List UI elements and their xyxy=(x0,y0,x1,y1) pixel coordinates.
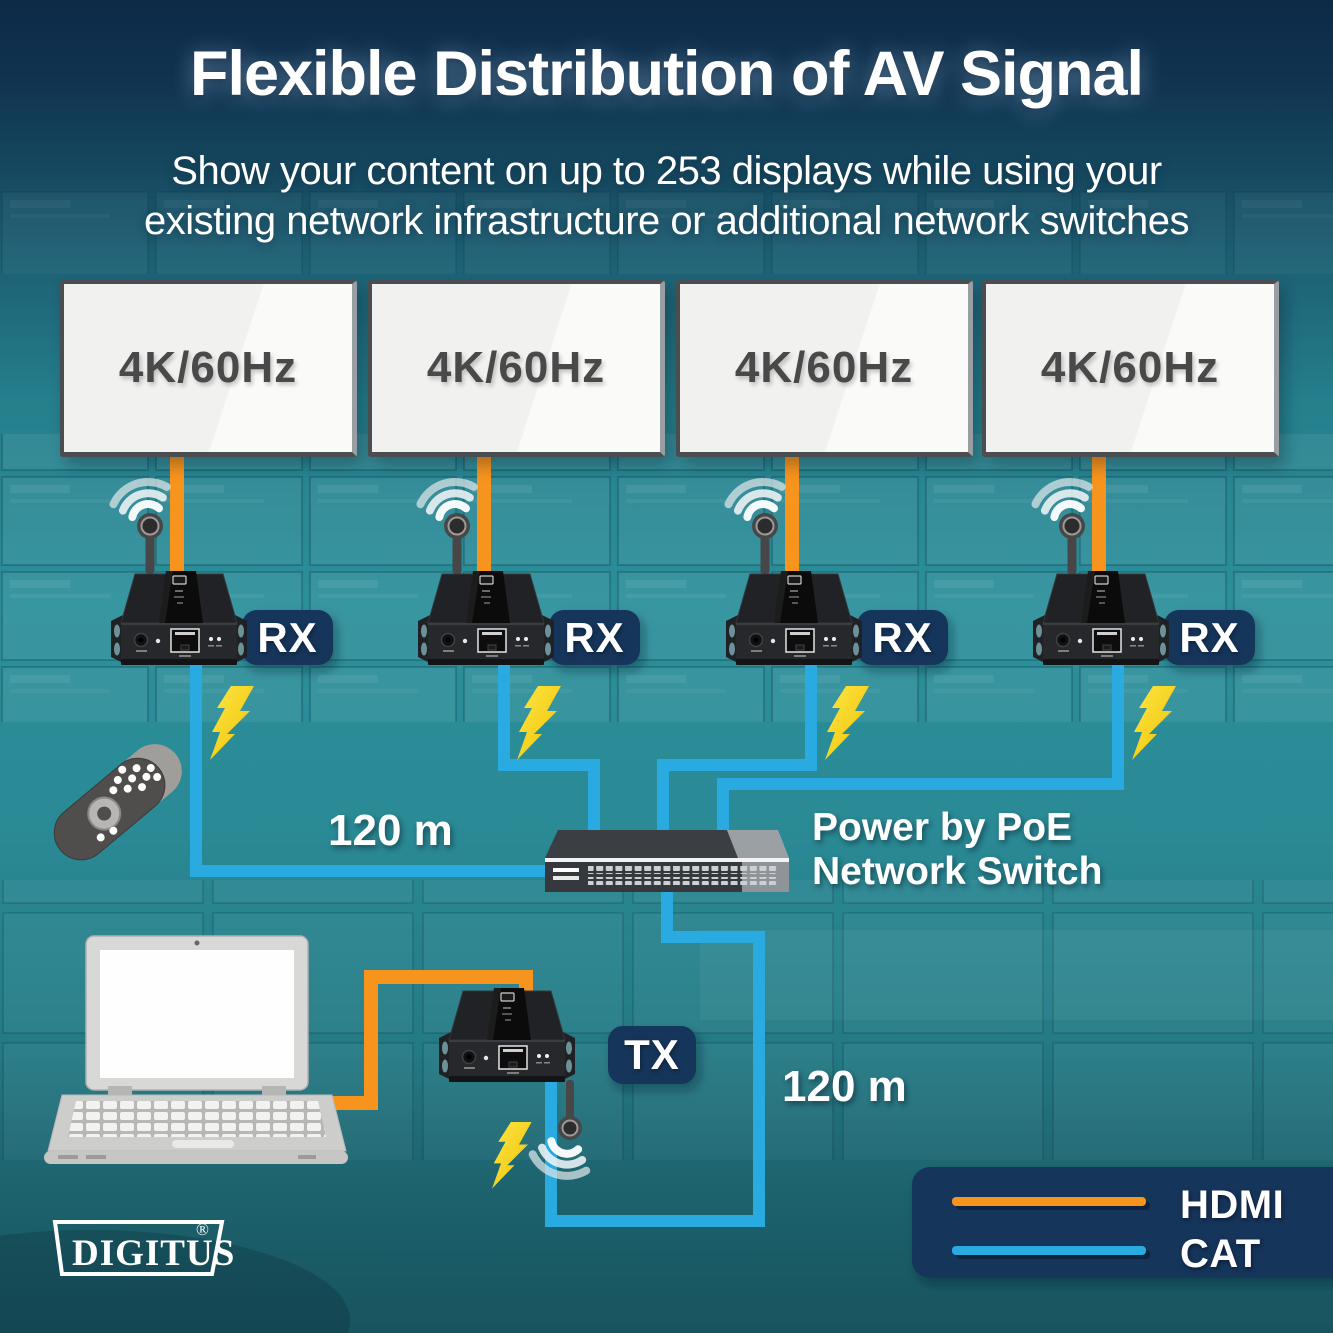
rx3-badge xyxy=(857,610,948,665)
registered-trademark: ® xyxy=(196,1220,209,1239)
subtitle-line-2: existing network infrastructure or addit… xyxy=(143,199,1190,243)
display-4-label: 4K/60Hz xyxy=(1040,343,1220,392)
rx1-badge-label: RX xyxy=(257,613,318,661)
rx2-badge-label: RX xyxy=(564,613,625,661)
digitus-logo-frame xyxy=(52,1220,225,1276)
legend-cat-label: CAT xyxy=(1180,1232,1261,1276)
switch-caption: Power by PoE Network Switch xyxy=(812,806,1102,894)
ir-receiver-rx2 xyxy=(417,475,480,574)
cat-cable-switch-to-tx xyxy=(545,885,765,1227)
rx2-extender-device xyxy=(417,570,555,666)
display-2: 4K/60Hz xyxy=(368,280,665,457)
tx-extender-device xyxy=(438,987,576,1083)
rx1-extender-device xyxy=(110,570,248,666)
cat-cable-rx3 xyxy=(657,660,817,848)
ir-receiver-rx1 xyxy=(110,475,173,574)
page-subtitle: Show your content on up to 253 displays … xyxy=(0,146,1333,246)
subtitle-line-1: Show your content on up to 253 displays … xyxy=(171,149,1162,193)
legend-hdmi-label: HDMI xyxy=(1180,1183,1285,1227)
hdmi-cable-laptop-to-tx xyxy=(320,970,533,1110)
legend-panel xyxy=(912,1167,1333,1278)
rx3-badge-label: RX xyxy=(872,613,933,661)
display-3: 4K/60Hz xyxy=(676,280,973,457)
rx3-extender-device xyxy=(725,570,863,666)
ir-emitter-tx xyxy=(529,1080,591,1182)
switch-caption-line-1: Power by PoE xyxy=(812,806,1073,849)
laptop-icon xyxy=(44,935,348,1164)
ir-receiver-rx4 xyxy=(1032,475,1095,574)
display-1: 4K/60Hz xyxy=(60,280,357,457)
rx4-extender-device xyxy=(1032,570,1170,666)
cat-cable-rx2 xyxy=(498,660,600,848)
display-2-label: 4K/60Hz xyxy=(426,343,606,392)
cat-cables xyxy=(190,660,1124,1227)
rx4-badge xyxy=(1164,610,1255,665)
legend-hdmi-line xyxy=(952,1197,1146,1206)
legend-cat-line xyxy=(952,1246,1146,1255)
hdmi-cables xyxy=(170,441,1106,1110)
rx1-badge xyxy=(242,610,333,665)
switch-caption-line-2: Network Switch xyxy=(812,850,1103,893)
cat-cable-rx1 xyxy=(190,660,600,877)
tx-badge xyxy=(608,1026,696,1084)
distance-label-rx: 120 m xyxy=(328,806,453,855)
badges xyxy=(242,610,1255,1084)
display-3-label: 4K/60Hz xyxy=(734,343,914,392)
display-1-label: 4K/60Hz xyxy=(118,343,298,392)
rx2-badge xyxy=(549,610,640,665)
remote-control-icon xyxy=(53,744,182,861)
tx-badge-label: TX xyxy=(624,1030,680,1078)
digitus-logo-text: DIGITUS xyxy=(72,1233,236,1274)
network-switch-icon xyxy=(545,830,789,892)
rx4-badge-label: RX xyxy=(1179,613,1240,661)
cat-cable-rx4 xyxy=(717,660,1124,848)
display-4: 4K/60Hz xyxy=(982,280,1279,457)
ir-receiver-rx3 xyxy=(725,475,788,574)
page-title: Flexible Distribution of AV Signal xyxy=(189,39,1144,109)
distance-label-tx: 120 m xyxy=(782,1062,907,1111)
